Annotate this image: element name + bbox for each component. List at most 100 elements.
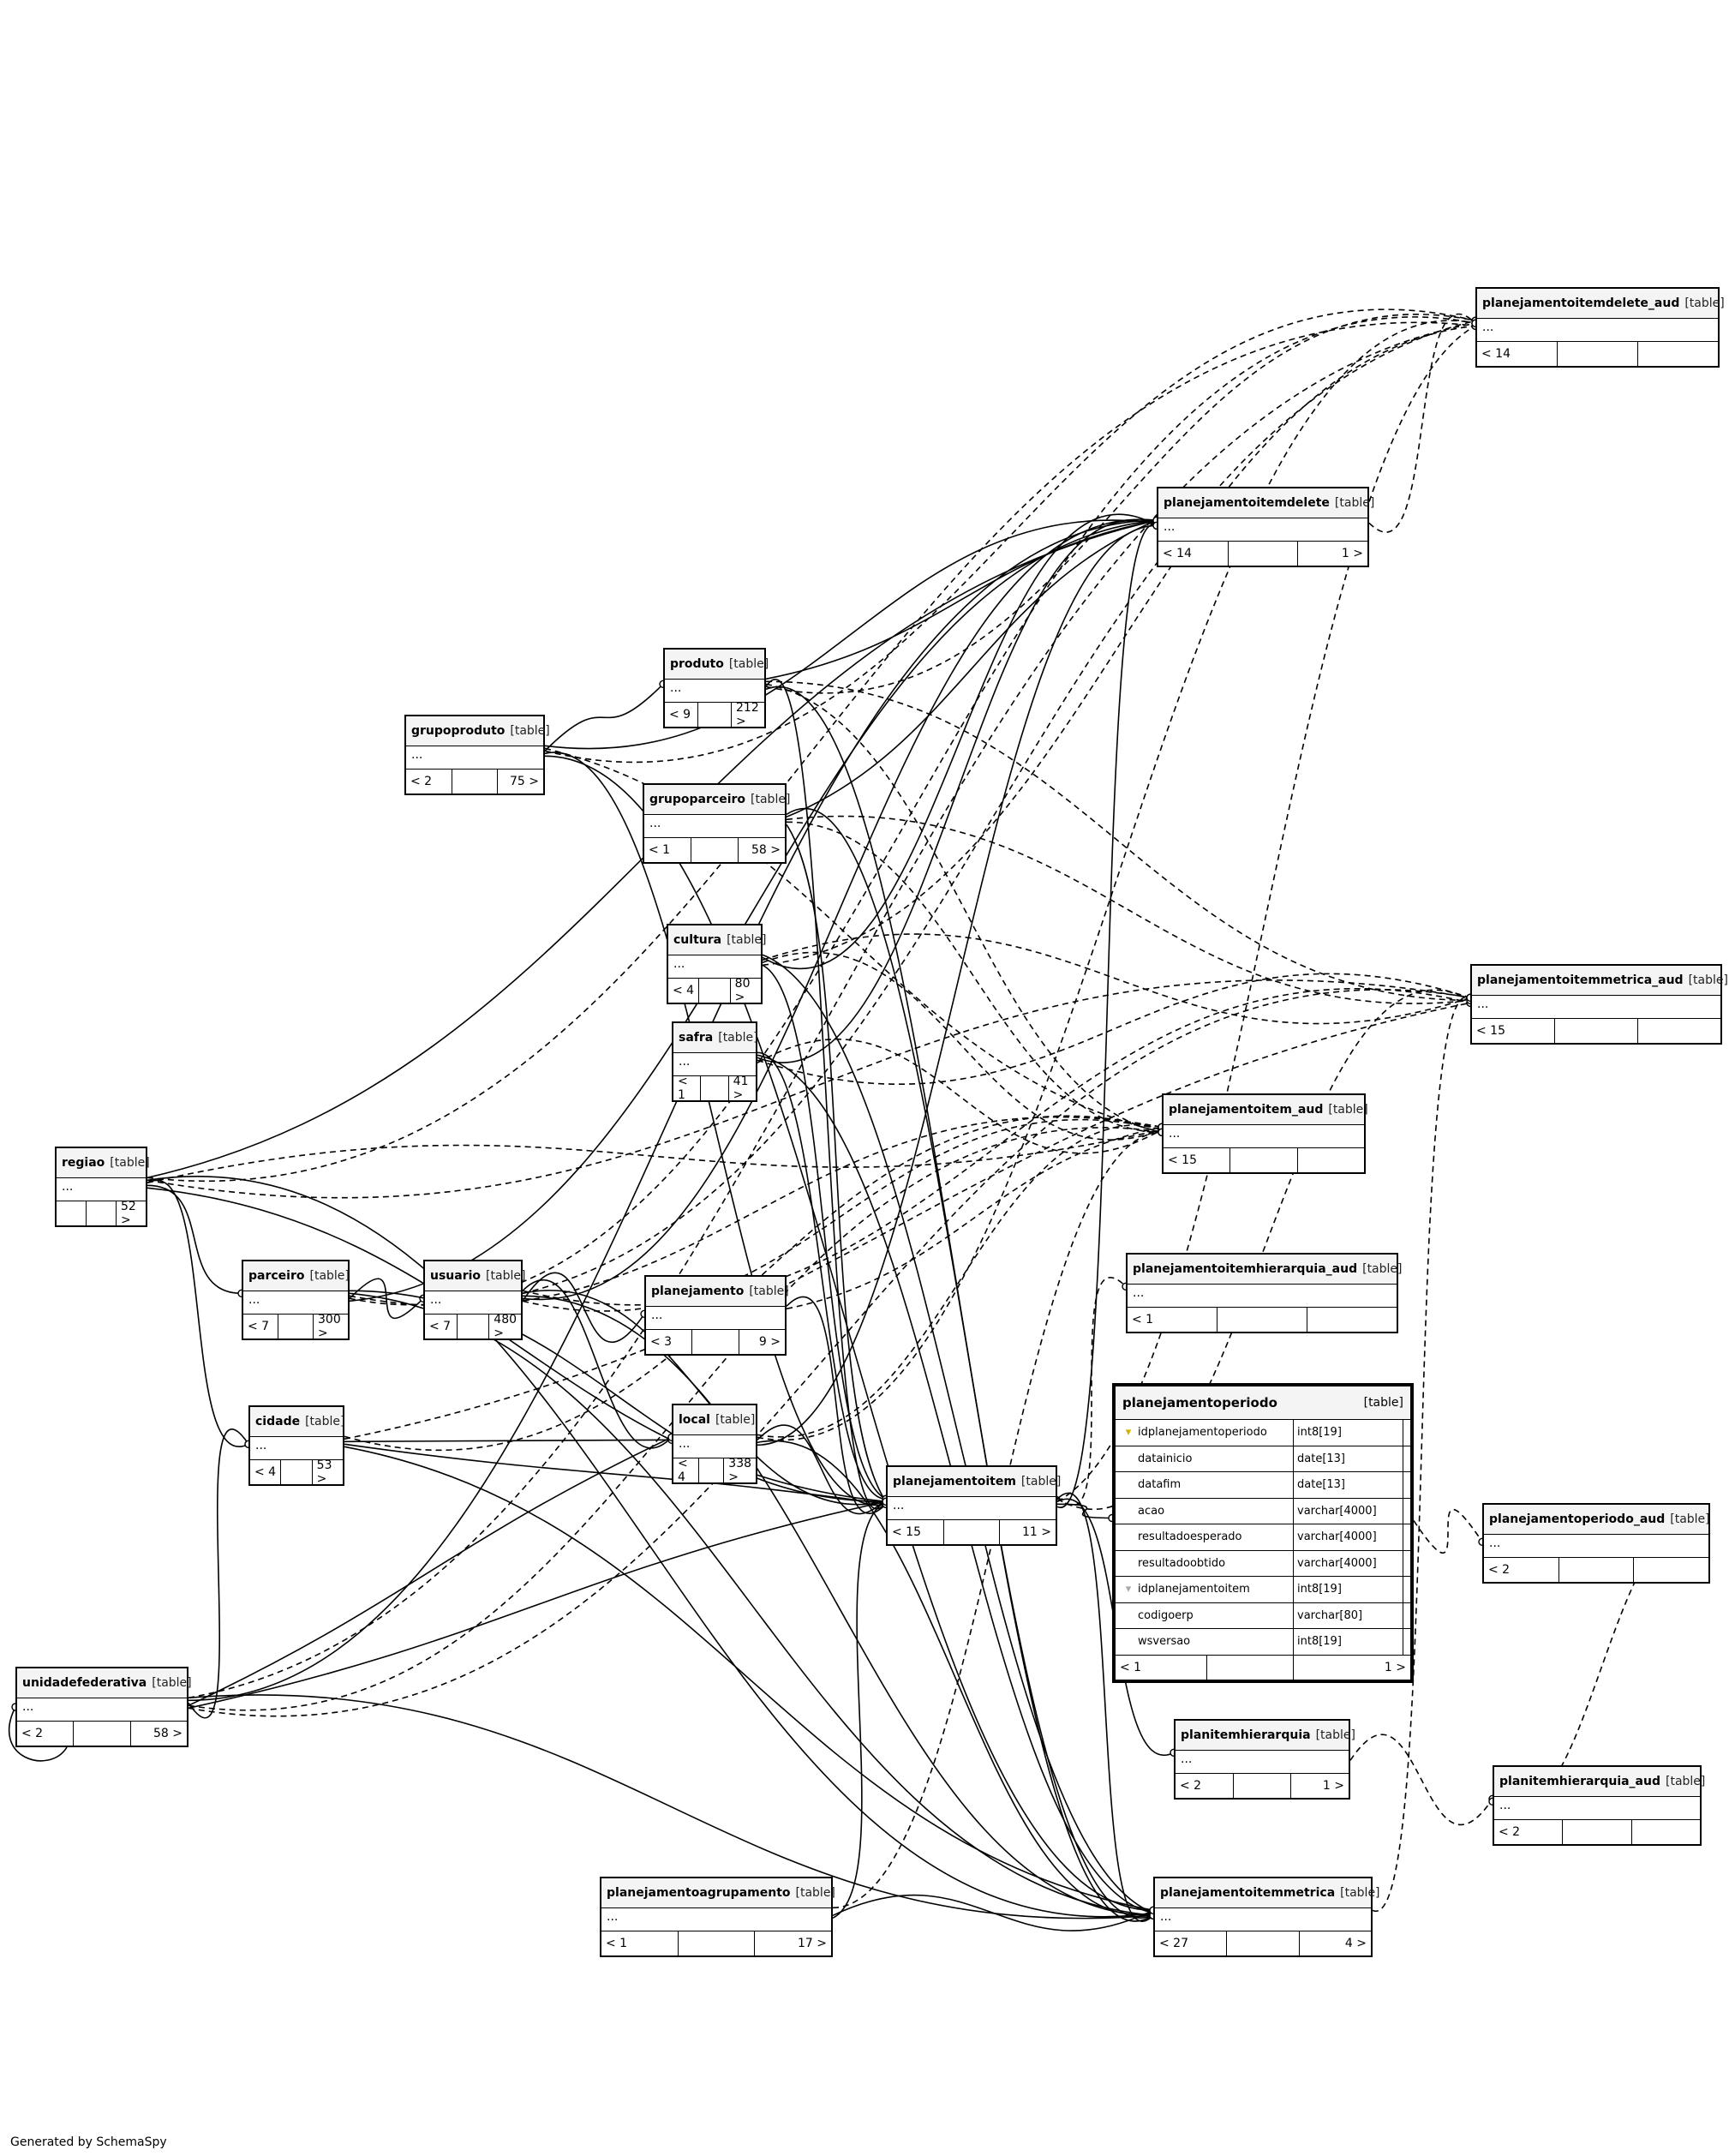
parents-count[interactable]: < 2 [1180, 1779, 1202, 1793]
parents-count[interactable]: < 15 [892, 1525, 921, 1539]
parents-count[interactable]: < 15 [1168, 1153, 1197, 1167]
children-count[interactable]: 58 > [129, 1722, 187, 1746]
columns-ellipsis[interactable]: ... [1128, 1285, 1397, 1308]
parents-count[interactable]: < 9 [669, 708, 691, 722]
columns-ellipsis[interactable]: ... [673, 1435, 756, 1458]
table-planejamentoitemhierarquia_aud[interactable]: planejamentoitemhierarquia_aud[table]...… [1126, 1253, 1403, 1333]
columns-ellipsis[interactable]: ... [250, 1437, 343, 1460]
children-count[interactable]: 480 > [488, 1313, 521, 1340]
children-count[interactable] [1307, 1308, 1397, 1332]
children-count[interactable]: 4 > [1298, 1931, 1371, 1955]
columns-ellipsis[interactable]: ... [665, 680, 764, 703]
children-count[interactable]: 9 > [738, 1330, 785, 1354]
children-count[interactable]: 53 > [311, 1458, 343, 1486]
parents-count[interactable]: < 1 [606, 1937, 628, 1950]
columns-ellipsis[interactable]: ... [601, 1908, 831, 1931]
columns-ellipsis[interactable]: ... [888, 1497, 1056, 1520]
parents-count[interactable]: < 3 [650, 1335, 673, 1349]
parents-count[interactable]: < 14 [1163, 547, 1192, 560]
table-regiao[interactable]: regiao[table]...52 > [55, 1147, 150, 1227]
columns-ellipsis[interactable]: ... [1494, 1797, 1700, 1820]
children-count[interactable] [1637, 1019, 1720, 1043]
columns-ellipsis[interactable]: ... [644, 815, 785, 838]
children-count[interactable]: 300 > [313, 1313, 348, 1340]
columns-ellipsis[interactable]: ... [243, 1291, 348, 1315]
children-count[interactable]: 1 > [1384, 1660, 1406, 1674]
parents-count[interactable]: < 7 [429, 1320, 452, 1333]
children-count[interactable]: 52 > [116, 1200, 146, 1227]
columns-ellipsis[interactable]: ... [646, 1307, 785, 1330]
parents-count[interactable]: < 1 [649, 843, 671, 857]
table-planitemhierarquia_aud[interactable]: planitemhierarquia_aud[table]...< 2 [1493, 1765, 1705, 1846]
children-count[interactable]: 41 > [727, 1075, 756, 1102]
columns-ellipsis[interactable]: ... [425, 1291, 521, 1315]
parents-count[interactable]: < 2 [1488, 1563, 1511, 1577]
table-planejamentoitemdelete_aud[interactable]: planejamentoitemdelete_aud[table]...< 14 [1475, 287, 1725, 368]
parents-count[interactable]: < 27 [1159, 1937, 1188, 1950]
children-count[interactable] [1296, 1148, 1364, 1172]
columns-ellipsis[interactable]: ... [668, 955, 761, 979]
children-count[interactable]: 338 > [723, 1457, 756, 1484]
columns-ellipsis[interactable]: ... [57, 1178, 146, 1201]
columns-ellipsis[interactable]: ... [673, 1053, 756, 1076]
columns-ellipsis[interactable]: ... [1472, 996, 1720, 1019]
parents-count[interactable]: < 14 [1481, 347, 1511, 361]
children-count[interactable]: 58 > [738, 838, 785, 862]
table-planejamentoperiodo_aud[interactable]: planejamentoperiodo_aud[table]...< 2 [1482, 1503, 1710, 1584]
parents-count[interactable]: < 7 [248, 1320, 270, 1333]
parents-count[interactable]: < 4 [678, 1457, 688, 1484]
children-count[interactable] [1637, 342, 1718, 366]
children-count[interactable]: 17 > [754, 1931, 831, 1955]
children-count[interactable]: 212 > [731, 701, 764, 728]
children-count[interactable]: 1 > [1290, 1774, 1349, 1798]
parents-count[interactable]: < 1 [1132, 1313, 1154, 1327]
columns-ellipsis[interactable]: ... [1158, 518, 1367, 542]
parents-count[interactable]: < 1 [1116, 1655, 1207, 1680]
table-planejamentoitem_aud[interactable]: planejamentoitem_aud[table]...< 15 [1162, 1093, 1368, 1174]
columns-ellipsis[interactable]: ... [1164, 1125, 1364, 1148]
columns-ellipsis[interactable]: ... [1484, 1535, 1708, 1558]
parents-count[interactable]: < 4 [254, 1465, 277, 1479]
columns-ellipsis[interactable]: ... [1477, 319, 1718, 342]
parents-count[interactable]: < 15 [1476, 1024, 1505, 1038]
parents-count[interactable]: < 2 [410, 775, 433, 788]
parents-count[interactable]: < 2 [1499, 1825, 1521, 1839]
children-count[interactable]: 1 > [1297, 542, 1367, 566]
parents-count[interactable]: < 2 [21, 1727, 44, 1740]
table-planejamentoitemmetrica_aud[interactable]: planejamentoitemmetrica_aud[table]...< 1… [1470, 964, 1728, 1045]
columns-ellipsis[interactable]: ... [406, 746, 543, 770]
children-count[interactable]: 11 > [999, 1520, 1056, 1544]
parents-count[interactable]: < 1 [678, 1075, 688, 1102]
children-count[interactable]: 75 > [497, 770, 543, 794]
children-count[interactable] [1633, 1558, 1708, 1582]
parents-count[interactable]: < 4 [673, 984, 695, 997]
table-planejamentoperiodo[interactable]: planejamentoperiodo [table] ▾idplanejame… [1112, 1383, 1414, 1683]
children-count[interactable]: 80 > [729, 977, 761, 1004]
children-count[interactable] [1630, 1820, 1700, 1844]
columns-ellipsis[interactable]: ... [1155, 1908, 1371, 1931]
